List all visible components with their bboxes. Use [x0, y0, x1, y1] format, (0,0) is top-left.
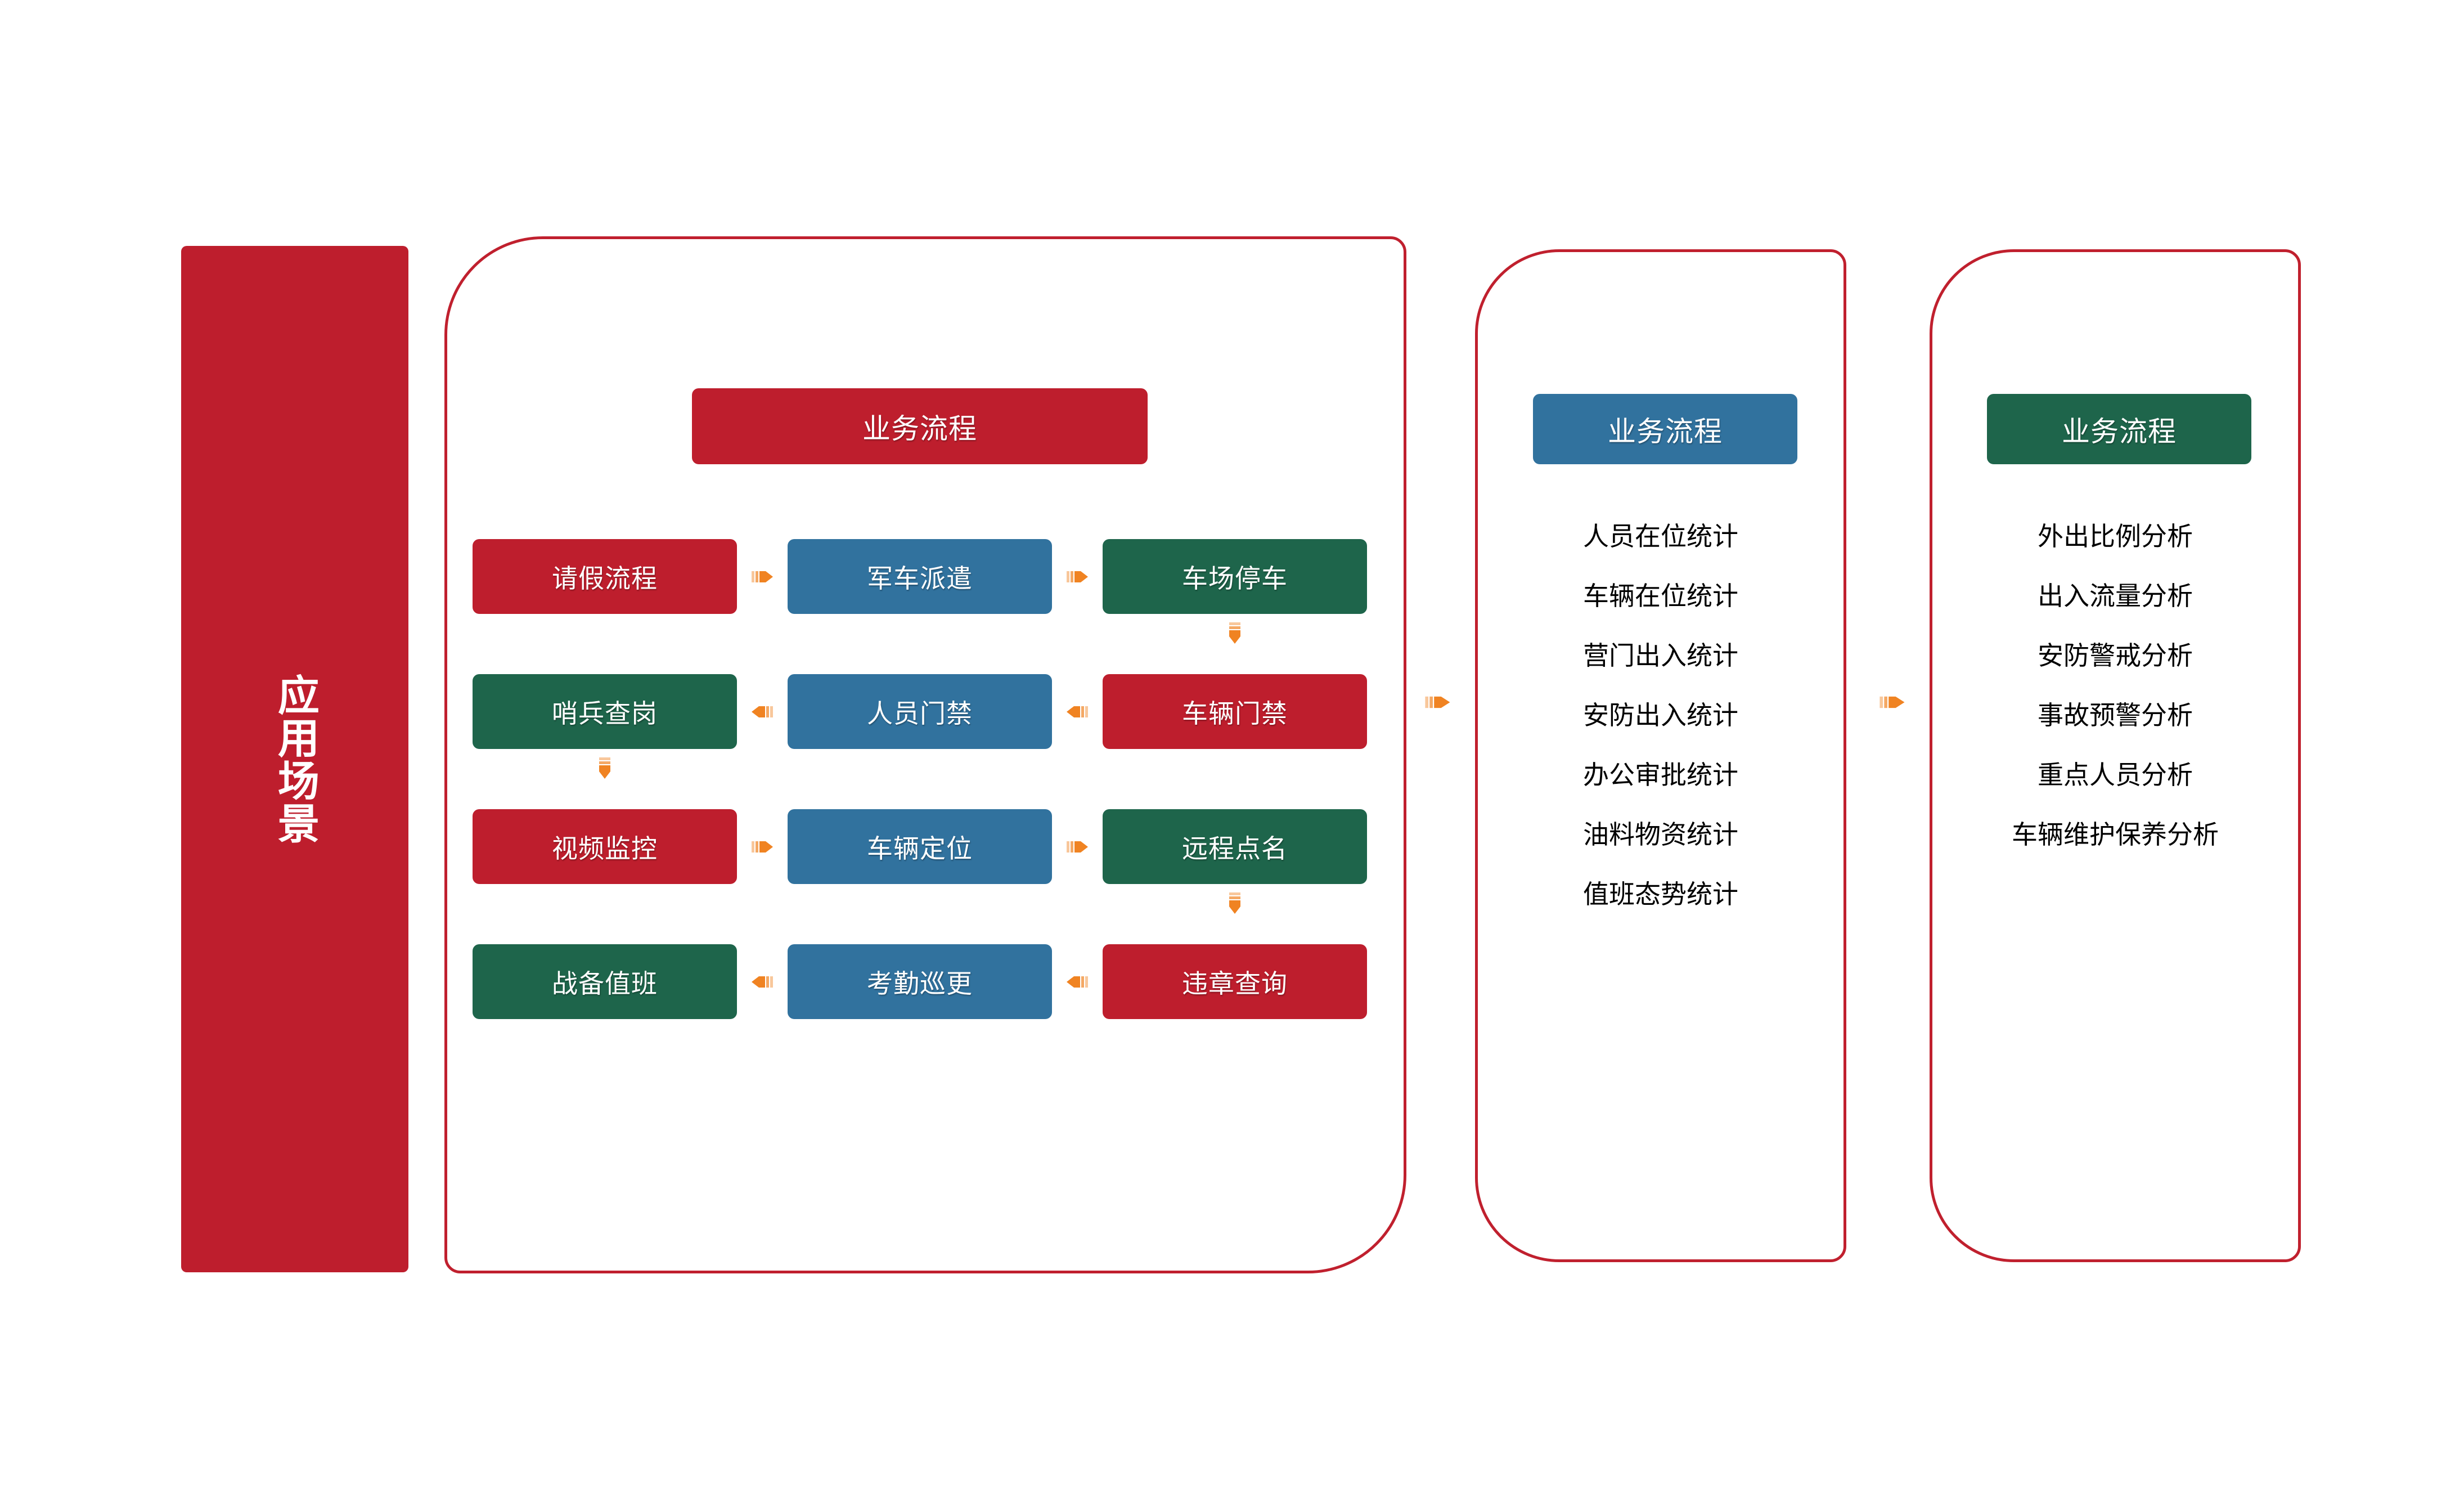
list-item[interactable]: 重点人员分析 — [2038, 760, 2193, 789]
arrow-right-icon — [749, 564, 775, 590]
flow-cell-renyuan-menjin[interactable]: 人员门禁 — [788, 674, 1052, 749]
analysis-panel-header: 业务流程 — [1987, 394, 2251, 464]
arrow-right-icon — [749, 834, 775, 860]
flow-cell-cheliang-dingwei[interactable]: 车辆定位 — [788, 809, 1052, 884]
statistics-list: 人员在位统计 车辆在位统计 营门出入统计 安防出入统计 办公审批统计 油料物资统… — [1475, 523, 1846, 941]
list-item[interactable]: 油料物资统计 — [1583, 820, 1738, 849]
flow-cell-chechang-tingche[interactable]: 车场停车 — [1103, 539, 1367, 614]
flow-cell-shaobing-chagang[interactable]: 哨兵查岗 — [473, 674, 737, 749]
flow-cell-zhanbei-zhiban[interactable]: 战备值班 — [473, 944, 737, 1019]
arrow-right-icon — [1064, 564, 1090, 590]
arrow-down-icon — [592, 755, 618, 781]
list-item[interactable]: 外出比例分析 — [2038, 522, 2193, 551]
arrow-left-icon — [749, 969, 775, 995]
arrow-right-icon — [1878, 688, 1907, 717]
list-item[interactable]: 安防警戒分析 — [2038, 641, 2193, 670]
analysis-list: 外出比例分析 出入流量分析 安防警戒分析 事故预警分析 重点人员分析 车辆维护保… — [1930, 523, 2301, 881]
application-scenario-banner: 应用场景 — [181, 246, 408, 1272]
flow-cell-junche-paiqian[interactable]: 军车派遣 — [788, 539, 1052, 614]
flow-cell-kaoqin-xungeng[interactable]: 考勤巡更 — [788, 944, 1052, 1019]
flow-cell-cheliang-menjin[interactable]: 车辆门禁 — [1103, 674, 1367, 749]
flow-cell-qingjia-liucheng[interactable]: 请假流程 — [473, 539, 737, 614]
arrow-left-icon — [1064, 699, 1090, 725]
arrow-down-icon — [1222, 890, 1248, 916]
list-item[interactable]: 值班态势统计 — [1583, 880, 1738, 909]
arrow-right-icon — [1064, 834, 1090, 860]
list-item[interactable]: 人员在位统计 — [1583, 522, 1738, 551]
arrow-left-icon — [1064, 969, 1090, 995]
list-item[interactable]: 营门出入统计 — [1583, 641, 1738, 670]
arrow-down-icon — [1222, 620, 1248, 646]
arrow-left-icon — [749, 699, 775, 725]
list-item[interactable]: 事故预警分析 — [2038, 701, 2193, 730]
list-item[interactable]: 办公审批统计 — [1583, 760, 1738, 789]
process-panel-header: 业务流程 — [692, 388, 1148, 464]
flow-cell-shipin-jiankong[interactable]: 视频监控 — [473, 809, 737, 884]
statistics-panel-header: 业务流程 — [1533, 394, 1797, 464]
list-item[interactable]: 出入流量分析 — [2038, 581, 2193, 611]
list-item[interactable]: 安防出入统计 — [1583, 701, 1738, 730]
flow-cell-weizhang-chaxun[interactable]: 违章查询 — [1103, 944, 1367, 1019]
application-scenario-label: 应用场景 — [272, 674, 319, 845]
list-item[interactable]: 车辆在位统计 — [1583, 581, 1738, 611]
list-item[interactable]: 车辆维护保养分析 — [2012, 820, 2219, 849]
arrow-right-icon — [1423, 688, 1453, 717]
flow-cell-yuancheng-dianming[interactable]: 远程点名 — [1103, 809, 1367, 884]
